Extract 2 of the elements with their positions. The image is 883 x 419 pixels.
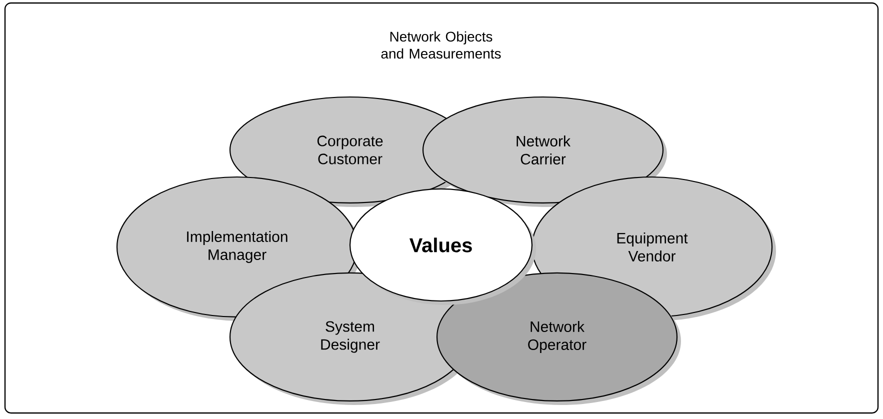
diagram-title: Network Objects and Measurements	[381, 31, 501, 59]
frame-box	[4, 2, 879, 414]
